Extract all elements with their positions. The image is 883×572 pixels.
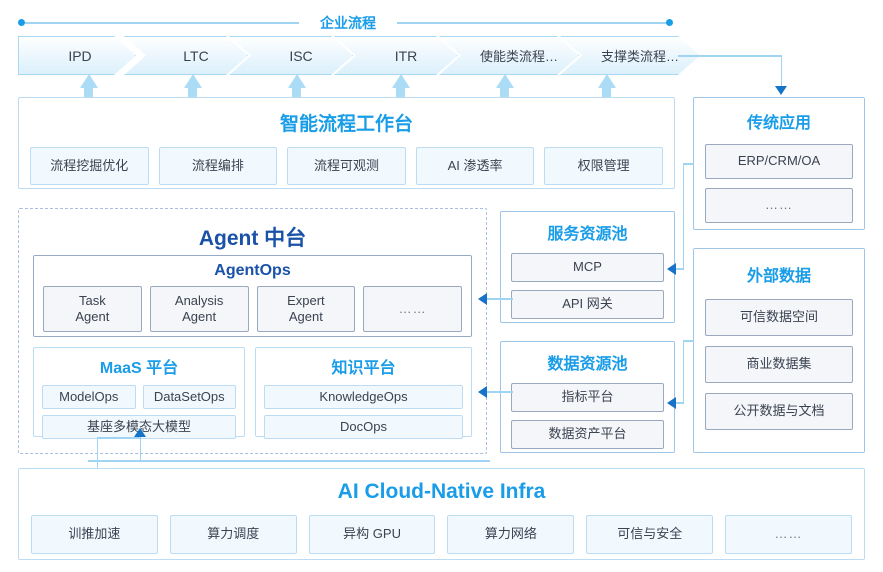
task-agent-line1: Task	[79, 292, 106, 308]
infra-item-trust-security[interactable]: 可信与安全	[586, 515, 714, 554]
agentops-title: AgentOps	[214, 262, 291, 279]
workbench-item-mining[interactable]: 流程挖掘优化	[30, 147, 149, 185]
agentops-item-task-agent[interactable]: Task Agent	[43, 286, 142, 332]
external-data-panel: 外部数据 可信数据空间 商业数据集 公开数据与文档	[693, 248, 865, 453]
service-pool-title: 服务资源池	[547, 226, 628, 243]
infra-title: AI Cloud-Native Infra	[337, 480, 546, 503]
infra-item-compute-scheduling[interactable]: 算力调度	[169, 515, 297, 554]
analysis-agent-line1: Analysis	[174, 292, 224, 308]
infra-item-compute-network[interactable]: 算力网络	[447, 515, 575, 554]
connector-rail-to-legacy-h	[678, 55, 782, 57]
upflow-arrow-3	[287, 74, 306, 88]
arrow-into-data-pool	[667, 396, 676, 409]
upflow-stem-2	[188, 86, 197, 98]
infra-item-heterogeneous-gpu[interactable]: 异构 GPU	[308, 515, 436, 554]
analysis-agent-line2: Agent	[182, 309, 217, 324]
data-pool-title: 数据资源池	[547, 356, 628, 373]
service-pool-item-api-gateway[interactable]: API 网关	[511, 290, 664, 319]
data-pool-panel: 数据资源池 指标平台 数据资产平台	[500, 341, 675, 453]
infra-panel: AI Cloud-Native Infra 训推加速 算力调度 异构 GPU 算…	[18, 468, 865, 560]
external-data-item-public[interactable]: 公开数据与文档	[705, 393, 853, 430]
upflow-stem-1	[84, 86, 93, 98]
process-stage-supporting[interactable]: 支撑类流程…	[560, 36, 700, 75]
legacy-apps-panel: 传统应用 ERP/CRM/OA ……	[693, 97, 865, 230]
connector-external-to-data-v	[682, 340, 684, 403]
maas-item-modelops[interactable]: ModelOps	[42, 385, 136, 409]
knowledge-item-knowledgeops[interactable]: KnowledgeOps	[264, 385, 463, 409]
connector-legacy-to-service-h-top	[682, 163, 694, 165]
legacy-apps-title: 传统应用	[746, 115, 811, 132]
arrow-into-foundation-model	[134, 428, 146, 437]
workbench-item-permissions[interactable]: 权限管理	[544, 147, 663, 185]
agentops-panel: AgentOps Task Agent Analysis Agent Exper…	[33, 255, 472, 337]
arrow-into-legacy-apps	[775, 86, 787, 95]
connector-rail-to-legacy-v	[780, 55, 782, 87]
knowledge-item-docops[interactable]: DocOps	[264, 415, 463, 439]
connector-legacy-to-service-v	[682, 163, 684, 269]
service-pool-panel: 服务资源池 MCP API 网关	[500, 211, 675, 323]
agentops-item-expert-agent[interactable]: Expert Agent	[256, 286, 356, 332]
service-pool-item-mcp[interactable]: MCP	[511, 253, 664, 282]
arrow-into-agenthub-data	[478, 385, 487, 398]
maas-title: MaaS 平台	[99, 360, 179, 377]
maas-panel: MaaS 平台 ModelOps DataSetOps 基座多模态大模型	[33, 347, 245, 439]
connector-external-to-data-h-top	[682, 340, 694, 342]
external-data-title: 外部数据	[746, 268, 811, 285]
process-stage-enabling[interactable]: 使能类流程…	[439, 36, 579, 75]
upflow-stem-5	[500, 86, 509, 98]
arrow-into-service-pool	[667, 262, 676, 275]
data-pool-item-asset[interactable]: 数据资产平台	[511, 420, 664, 449]
rail-dot-left	[18, 19, 25, 26]
legacy-apps-item-more[interactable]: ……	[705, 188, 853, 223]
workbench-item-orchestration[interactable]: 流程编排	[158, 147, 278, 185]
agentops-item-analysis-agent[interactable]: Analysis Agent	[149, 286, 249, 332]
knowledge-title: 知识平台	[331, 360, 396, 377]
legacy-apps-item-erp[interactable]: ERP/CRM/OA	[705, 144, 853, 179]
workbench-item-observability[interactable]: 流程可观测	[287, 147, 406, 185]
external-data-item-trusted-space[interactable]: 可信数据空间	[705, 299, 853, 336]
connector-datapool-to-agenthub	[487, 391, 513, 393]
connector-legacy-to-service-h-bot	[676, 268, 684, 270]
rail-label: 企业流程	[320, 15, 376, 31]
connector-infra-rail	[88, 460, 490, 462]
upflow-arrow-5	[495, 74, 514, 88]
infra-item-training-accel[interactable]: 训推加速	[31, 515, 158, 554]
upflow-stem-4	[396, 86, 405, 98]
expert-agent-line2: Agent	[288, 309, 323, 324]
knowledge-panel: 知识平台 KnowledgeOps DocOps	[255, 347, 472, 439]
expert-agent-line1: Expert	[287, 292, 325, 308]
connector-external-to-data-h-bot	[676, 402, 684, 404]
infra-item-more[interactable]: ……	[725, 515, 852, 554]
connector-infra-up-v	[139, 437, 141, 460]
workbench-title: 智能流程工作台	[279, 114, 413, 135]
agentops-item-more[interactable]: ……	[363, 286, 462, 332]
upflow-stem-3	[292, 86, 301, 98]
connector-servicepool-to-agenthub	[487, 298, 513, 300]
upflow-arrow-4	[391, 74, 410, 88]
external-data-item-commercial[interactable]: 商业数据集	[705, 346, 853, 383]
upflow-arrow-1	[79, 74, 98, 88]
workbench-panel: 智能流程工作台 流程挖掘优化 流程编排 流程可观测 AI 渗透率 权限管理	[18, 97, 675, 189]
data-pool-item-metrics[interactable]: 指标平台	[511, 383, 664, 412]
process-stage-ipd[interactable]: IPD	[18, 36, 136, 75]
rail-line-right	[397, 21, 668, 24]
maas-item-datasetops[interactable]: DataSetOps	[142, 385, 236, 409]
rail-dot-right	[666, 19, 673, 26]
task-agent-line2: Agent	[75, 309, 110, 324]
connector-infra-down-h	[96, 437, 140, 439]
upflow-arrow-2	[183, 74, 202, 88]
arrow-into-agenthub-services	[478, 292, 487, 305]
agent-hub-title: Agent 中台	[198, 227, 307, 250]
upflow-arrow-6	[597, 74, 616, 88]
workbench-item-ai-penetration[interactable]: AI 渗透率	[415, 147, 535, 185]
rail-line-left	[25, 21, 299, 24]
upflow-stem-6	[602, 86, 611, 98]
process-stage-ltc[interactable]: LTC	[124, 36, 248, 75]
